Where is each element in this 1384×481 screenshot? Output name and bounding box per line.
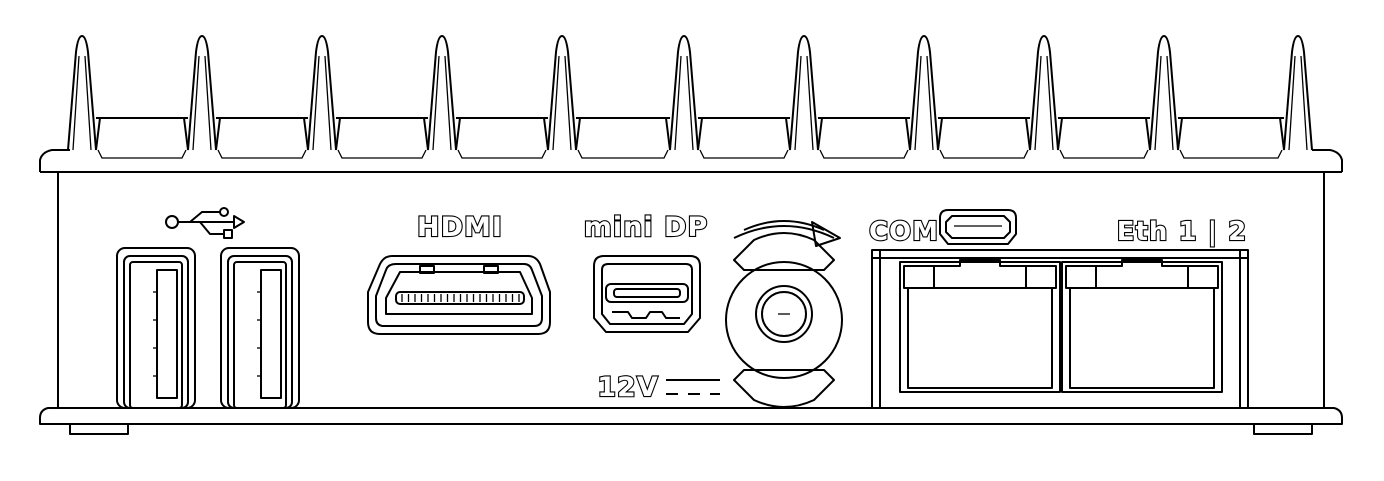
fin-channel — [455, 117, 549, 151]
fin — [187, 35, 217, 151]
fin — [909, 35, 939, 151]
fin-channel — [697, 117, 791, 151]
hdmi-port — [367, 255, 551, 335]
base-plate — [39, 407, 1343, 425]
fin — [1283, 35, 1313, 151]
dc-symbol-icon — [666, 379, 720, 395]
heatsink-fins — [67, 35, 1313, 159]
fin-channel — [215, 117, 309, 151]
power-jack — [725, 220, 843, 408]
fin — [1029, 35, 1059, 151]
power-label: 12V — [597, 372, 658, 403]
fin — [669, 35, 699, 151]
eth-label: Eth 1 | 2 — [1117, 217, 1248, 247]
foot-right — [1253, 424, 1313, 435]
fin-channel — [95, 117, 189, 151]
fin-channel — [335, 117, 429, 151]
fin — [1149, 35, 1179, 151]
com-port — [939, 209, 1017, 245]
housing-top-edge — [39, 149, 1343, 172]
ethernet-port-1 — [899, 259, 1061, 393]
usb-icon — [165, 207, 245, 239]
ethernet-block — [871, 249, 1249, 409]
fin-channel — [817, 117, 911, 151]
fin-channel — [1177, 117, 1285, 151]
com-label: COM — [869, 217, 939, 247]
fin — [547, 35, 577, 151]
fin — [67, 35, 97, 151]
rotate-arrow-icon — [811, 221, 841, 247]
hdmi-label: HDMI — [417, 212, 503, 243]
fin — [307, 35, 337, 151]
ethernet-port-2 — [1061, 259, 1223, 393]
mini-dp-label: mini DP — [584, 212, 708, 243]
fin-channel — [937, 117, 1031, 151]
usb-port-1 — [116, 247, 196, 409]
usb-port-2 — [220, 247, 300, 409]
fin — [427, 35, 457, 151]
fin-channel — [575, 117, 671, 151]
fin-channel — [1057, 117, 1151, 151]
foot-left — [69, 424, 129, 435]
fin — [789, 35, 819, 151]
mini-dp-port — [593, 255, 701, 333]
